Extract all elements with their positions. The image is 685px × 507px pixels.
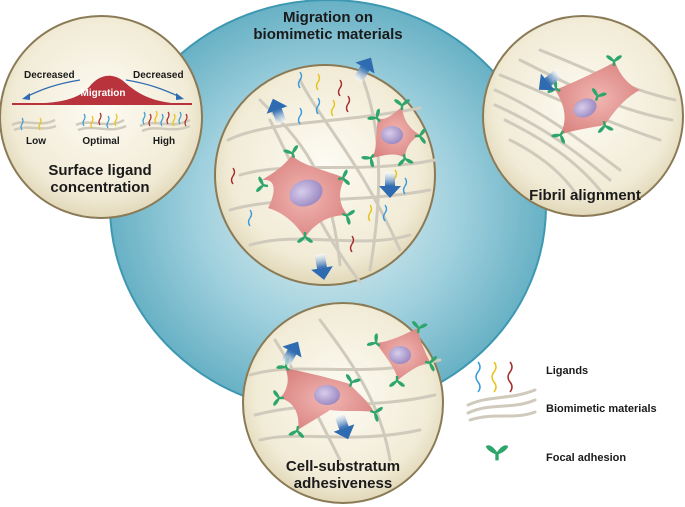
center-cell-large xyxy=(255,144,356,243)
ligands-icon xyxy=(475,361,513,393)
center-cell-small xyxy=(360,99,426,168)
main-title: Migration on biomimetic materials xyxy=(240,9,416,44)
center-ligands xyxy=(230,71,408,253)
legend-materials-label: Biomimetic materials xyxy=(546,403,657,415)
level-low: Low xyxy=(26,136,46,147)
decreased-right-label: Decreased xyxy=(133,70,184,81)
main-title-line1: Migration on xyxy=(283,9,373,26)
ligand-low-scene xyxy=(11,117,57,132)
adhesive-title-line1: Cell-substratum xyxy=(285,458,401,475)
ligand-title-line1: Surface ligand xyxy=(48,162,152,179)
legend-focal-label: Focal adhesion xyxy=(546,452,627,464)
center-panel xyxy=(214,52,437,286)
main-title-line2: biomimetic materials xyxy=(253,26,403,44)
migration-curve xyxy=(14,75,190,104)
bottom-cell-small xyxy=(366,320,438,387)
adhesive-panel-title: Cell-substratum adhesiveness xyxy=(273,458,413,493)
decreased-left-label: Decreased xyxy=(24,70,75,81)
ligand-panel xyxy=(0,15,203,219)
focal-adhesion-icon xyxy=(485,445,509,461)
adhesive-title-line2: adhesiveness xyxy=(293,475,393,493)
adhesive-panel xyxy=(242,302,444,504)
ligand-title-line2: concentration xyxy=(50,179,150,197)
ligand-optimal-scene xyxy=(75,112,127,132)
biomimetic-materials-icon xyxy=(466,388,537,422)
fibril-panel-title: Fibril alignment xyxy=(529,187,641,204)
fibril-panel xyxy=(482,15,684,217)
level-high: High xyxy=(152,136,176,147)
ligand-high-scene xyxy=(139,110,191,133)
legend-ligands-label: Ligands xyxy=(546,365,589,377)
fibril-cell xyxy=(546,55,640,145)
migration-label: Migration xyxy=(80,88,126,99)
level-optimal: Optimal xyxy=(82,136,120,147)
bottom-cell-large xyxy=(273,357,384,439)
ligand-panel-title: Surface ligand concentration xyxy=(20,162,180,197)
